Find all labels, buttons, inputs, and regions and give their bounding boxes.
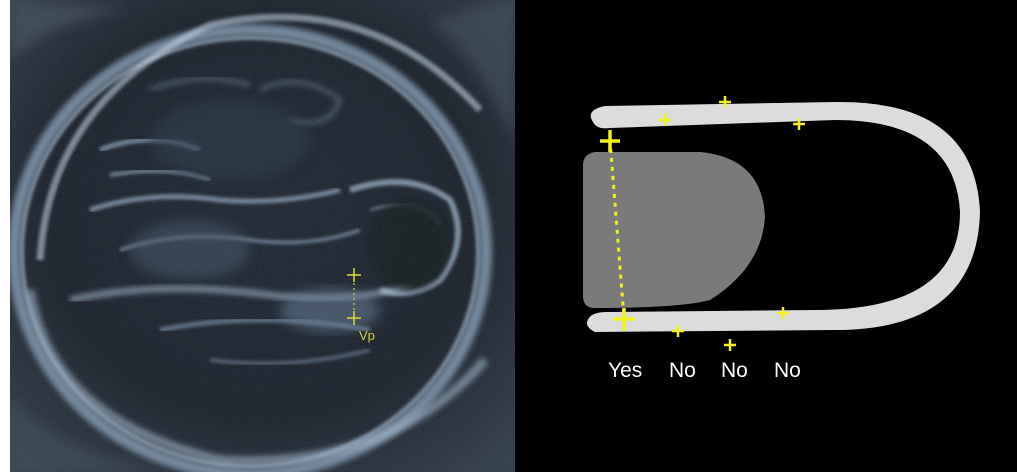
ultrasound-image: Vp [10, 0, 515, 472]
ultrasound-image-panel: Vp [10, 0, 515, 472]
label-no-1: No [669, 359, 696, 382]
schematic-diagram: Yes No No No [515, 0, 1017, 472]
label-no-2: No [721, 359, 748, 382]
schematic-diagram-panel: Yes No No No [515, 0, 1017, 472]
label-no-3: No [774, 359, 801, 382]
label-yes: Yes [608, 359, 642, 382]
caliper-label-vp: Vp [359, 328, 375, 343]
